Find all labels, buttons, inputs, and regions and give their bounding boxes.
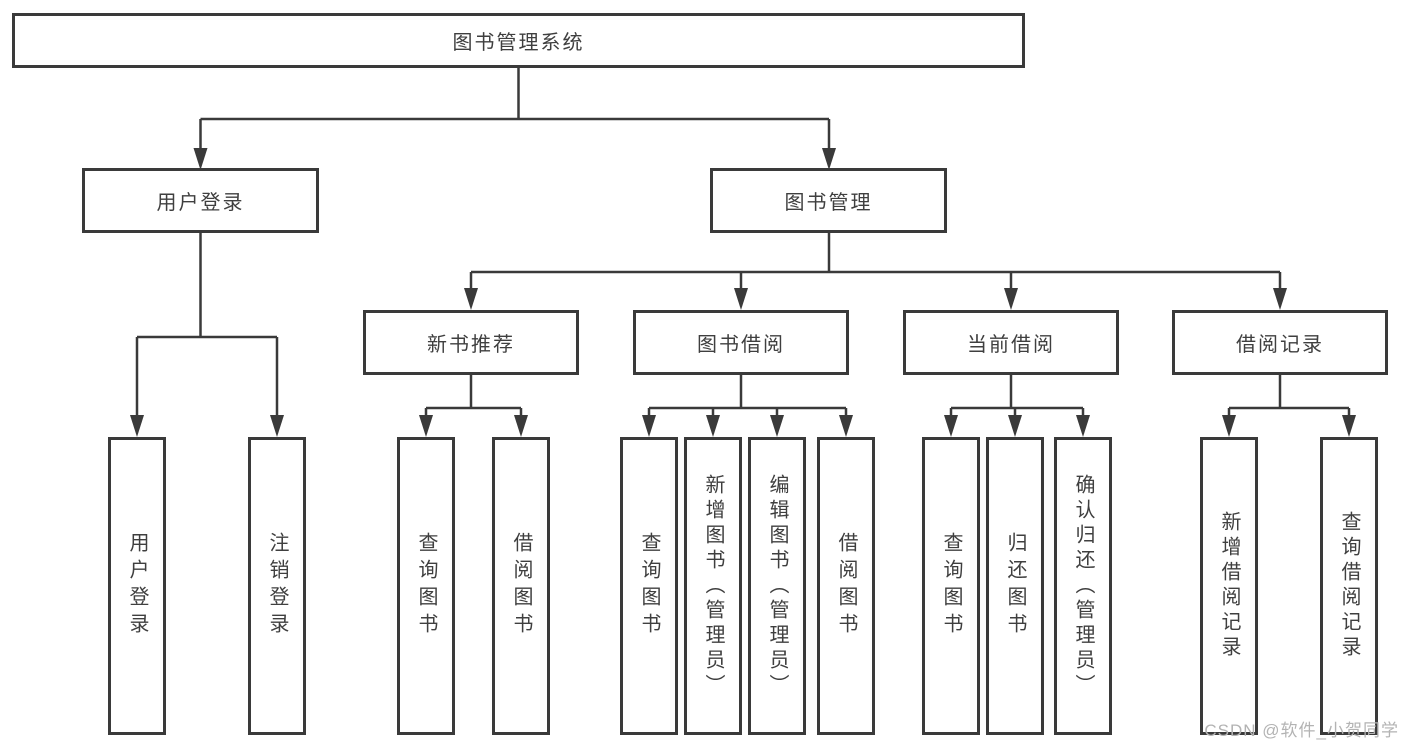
arrow-down-icon	[1076, 415, 1090, 437]
arrow-down-icon	[706, 415, 720, 437]
arrow-down-icon	[130, 415, 144, 437]
leaf-borrow-edit-books-admin: 编辑图书（管理员）	[748, 437, 806, 735]
arrow-down-icon	[944, 415, 958, 437]
node-new-book-recommend-label: 新书推荐	[427, 334, 515, 356]
leaf-borrow-add-books-admin: 新增图书（管理员）	[684, 437, 742, 735]
leaf-borrow-borrow-books-label: 借阅图书	[835, 532, 857, 640]
node-book-borrowing-label: 图书借阅	[697, 334, 785, 356]
arrow-down-icon	[1222, 415, 1236, 437]
node-book-management-label: 图书管理	[784, 192, 873, 214]
node-book-management: 图书管理	[710, 168, 947, 233]
node-new-book-recommend: 新书推荐	[363, 310, 579, 375]
leaf-current-confirm-return-admin: 确认归还（管理员）	[1054, 437, 1112, 735]
leaf-newbooks-query-books: 查询图书	[397, 437, 455, 735]
leaf-logout: 注销登录	[248, 437, 306, 735]
wire-root-to-level1	[193, 68, 836, 170]
leaf-current-query-books-label: 查询图书	[940, 532, 962, 640]
csdn-watermark: CSDN @软件_小贺同学	[1204, 721, 1399, 740]
arrow-down-icon	[464, 288, 478, 310]
node-current-borrowing: 当前借阅	[903, 310, 1119, 375]
arrow-down-icon	[1342, 415, 1356, 437]
arrow-down-icon	[734, 288, 748, 310]
arrow-down-icon	[514, 415, 528, 437]
arrow-down-icon	[193, 148, 208, 170]
leaf-borrow-add-books-admin-label: 新增图书（管理员）	[702, 473, 724, 699]
leaf-user-login-label: 用户登录	[126, 532, 148, 640]
arrow-down-icon	[822, 148, 836, 170]
node-borrowing-records: 借阅记录	[1172, 310, 1388, 375]
node-book-borrowing: 图书借阅	[633, 310, 849, 375]
arrow-down-icon	[1008, 415, 1022, 437]
arrow-down-icon	[839, 415, 853, 437]
node-user-login-label: 用户登录	[156, 192, 245, 214]
leaf-records-query-record: 查询借阅记录	[1320, 437, 1378, 735]
leaf-records-add-record: 新增借阅记录	[1200, 437, 1258, 735]
arrow-down-icon	[1273, 288, 1287, 310]
leaf-borrow-borrow-books: 借阅图书	[817, 437, 875, 735]
arrow-down-icon	[270, 415, 284, 437]
leaf-current-query-books: 查询图书	[922, 437, 980, 735]
wire-user-login-children	[130, 233, 284, 437]
leaf-user-login: 用户登录	[108, 437, 166, 735]
leaf-logout-label: 注销登录	[266, 532, 288, 640]
leaf-newbooks-query-books-label: 查询图书	[415, 532, 437, 640]
wire-new-books-children	[419, 375, 528, 437]
leaf-borrow-query-books-label: 查询图书	[638, 532, 660, 640]
leaf-newbooks-borrow-books-label: 借阅图书	[510, 532, 532, 640]
wire-book-mgmt-children	[464, 233, 1287, 310]
node-current-borrowing-label: 当前借阅	[967, 334, 1055, 356]
wire-current-borrow-children	[944, 375, 1090, 437]
node-user-login: 用户登录	[82, 168, 319, 233]
leaf-records-query-record-label: 查询借阅记录	[1338, 511, 1360, 661]
arrow-down-icon	[770, 415, 784, 437]
node-root-label: 图书管理系统	[452, 32, 585, 54]
arrow-down-icon	[419, 415, 433, 437]
arrow-down-icon	[1004, 288, 1018, 310]
leaf-records-add-record-label: 新增借阅记录	[1218, 511, 1240, 661]
leaf-borrow-edit-books-admin-label: 编辑图书（管理员）	[766, 473, 788, 699]
leaf-current-return-books-label: 归还图书	[1004, 532, 1026, 640]
leaf-current-confirm-return-admin-label: 确认归还（管理员）	[1072, 473, 1094, 699]
arrow-down-icon	[642, 415, 656, 437]
leaf-current-return-books: 归还图书	[986, 437, 1044, 735]
leaf-newbooks-borrow-books: 借阅图书	[492, 437, 550, 735]
node-root: 图书管理系统	[12, 13, 1025, 68]
leaf-borrow-query-books: 查询图书	[620, 437, 678, 735]
node-borrowing-records-label: 借阅记录	[1236, 334, 1324, 356]
wire-book-borrow-children	[642, 375, 853, 437]
wire-borrow-records-children	[1222, 375, 1356, 437]
